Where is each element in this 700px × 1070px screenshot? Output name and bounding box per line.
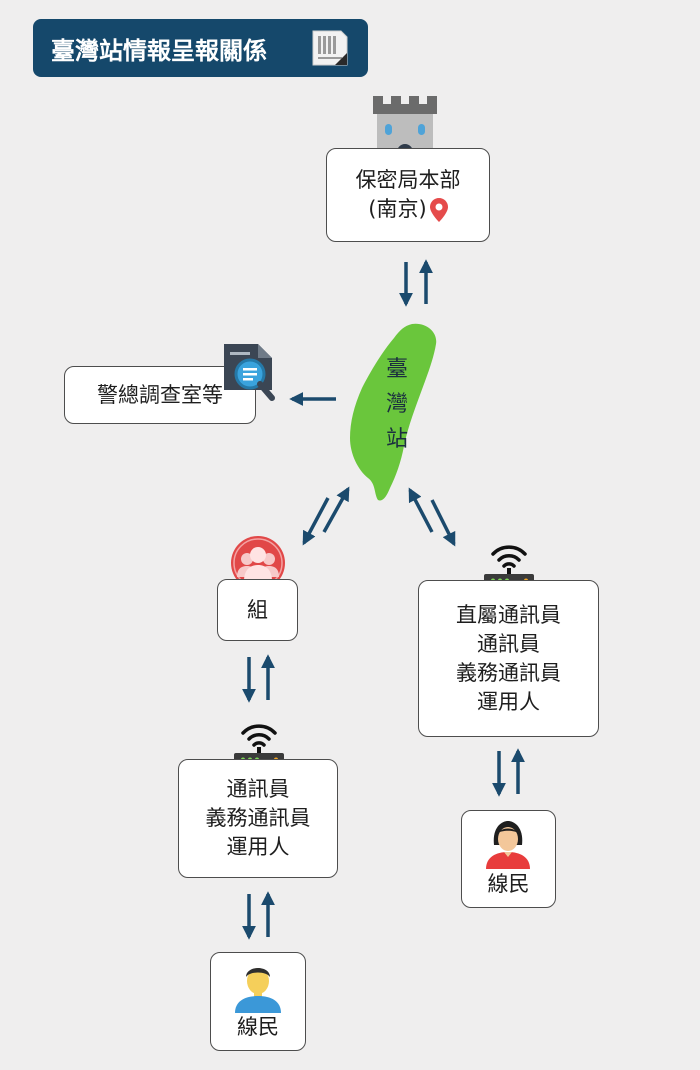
group-node: 組 bbox=[217, 579, 298, 641]
group-people-icon bbox=[231, 536, 285, 590]
left-comm-node: 通訊員 義務通訊員 運用人 bbox=[178, 759, 338, 878]
arrow-group-down bbox=[302, 497, 330, 546]
direct-line-1: 直屬通訊員 bbox=[456, 602, 561, 627]
document-magnifier-icon bbox=[224, 344, 275, 401]
station-char-3: 站 bbox=[385, 427, 408, 452]
arrow-group-up bbox=[322, 486, 350, 533]
taiwan-map-icon bbox=[350, 323, 437, 501]
woman-avatar-icon bbox=[486, 821, 530, 869]
location-pin-icon bbox=[429, 197, 448, 222]
station-char-1: 臺 bbox=[385, 357, 408, 382]
page-title: 臺灣站情報呈報關係 bbox=[51, 36, 267, 65]
arrow-direct-down bbox=[430, 499, 456, 547]
direct-line-4: 運用人 bbox=[477, 689, 540, 714]
man-avatar-icon bbox=[235, 968, 281, 1013]
hq-label-line-1: 保密局本部 bbox=[355, 168, 461, 192]
direct-node: 直屬通訊員 通訊員 義務通訊員 運用人 bbox=[418, 580, 599, 737]
informant-right-node: 線民 bbox=[461, 810, 556, 908]
informant-right-label: 線民 bbox=[487, 872, 530, 896]
station-label: 臺 灣 站 bbox=[380, 352, 414, 457]
garrison-label: 警總調查室等 bbox=[97, 382, 223, 407]
hq-label-line-2: (南京) bbox=[368, 197, 427, 221]
document-icon bbox=[312, 30, 348, 66]
station-char-2: 灣 bbox=[385, 392, 408, 417]
title-badge: 臺灣站情報呈報關係 bbox=[33, 19, 368, 77]
group-label: 組 bbox=[247, 597, 268, 622]
left-comm-line-1: 通訊員 bbox=[226, 777, 290, 801]
informant-left-label: 線民 bbox=[237, 1015, 279, 1039]
left-comm-line-3: 運用人 bbox=[226, 835, 290, 859]
arrow-direct-up bbox=[408, 487, 434, 533]
informant-left-node: 線民 bbox=[210, 952, 306, 1051]
left-comm-line-2: 義務通訊員 bbox=[205, 806, 311, 830]
direct-line-2: 通訊員 bbox=[477, 631, 540, 656]
direct-line-3: 義務通訊員 bbox=[456, 660, 561, 685]
hq-node: 保密局本部 (南京) bbox=[326, 148, 490, 242]
